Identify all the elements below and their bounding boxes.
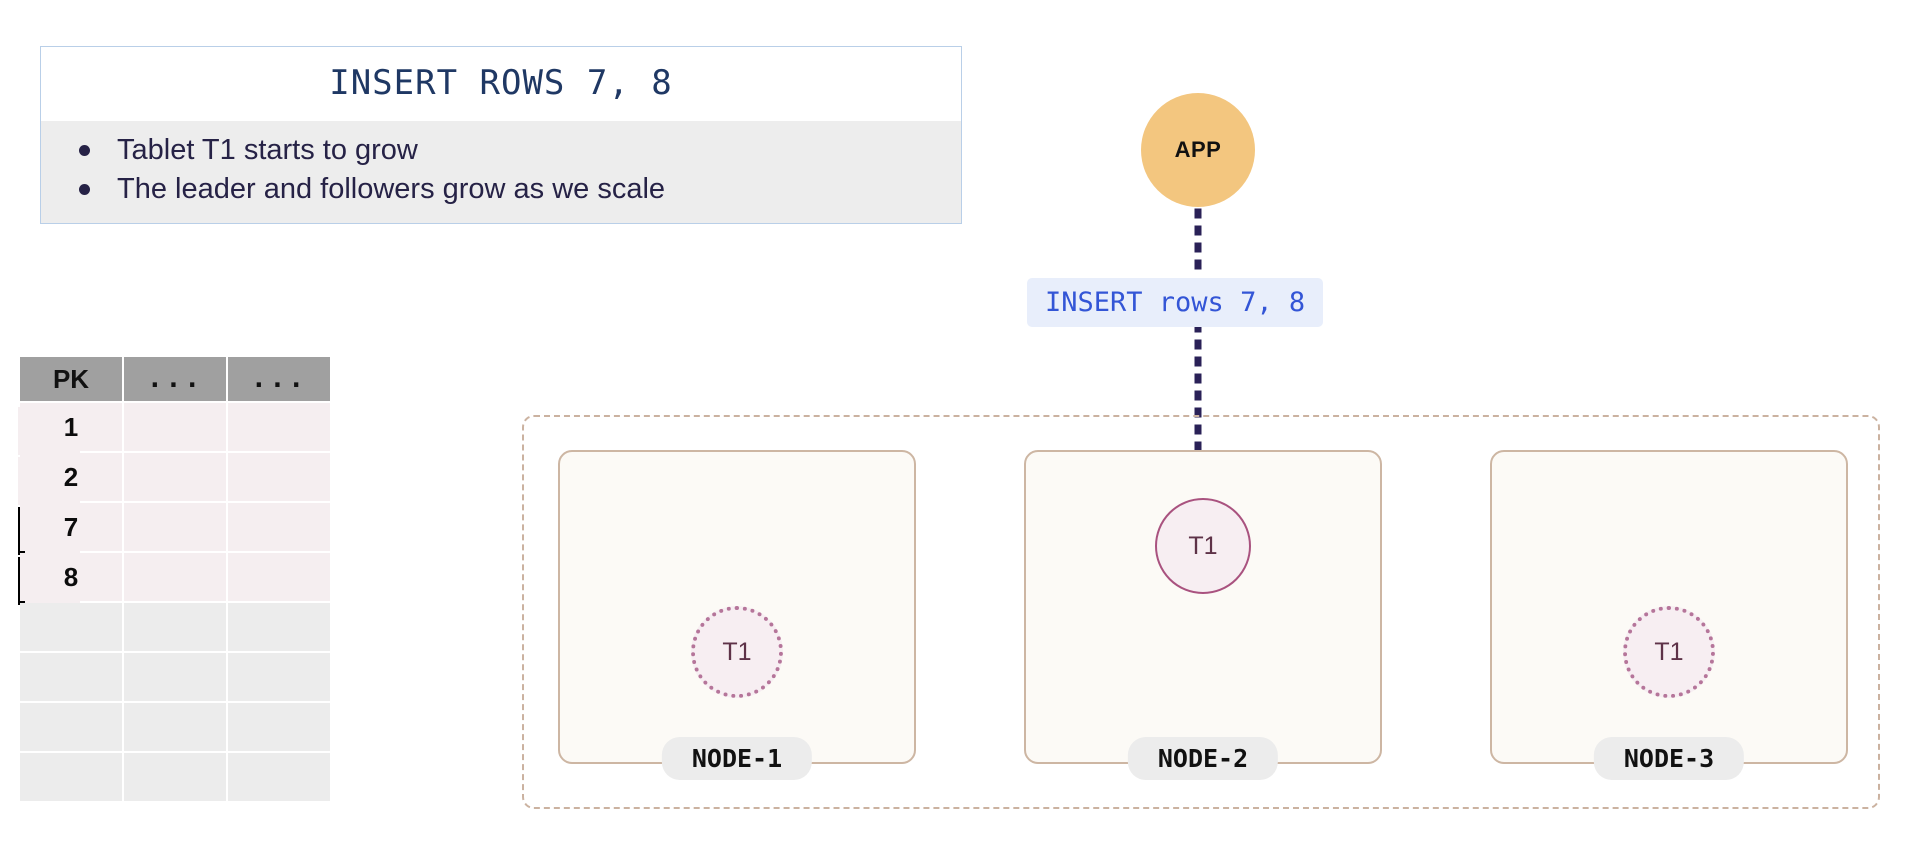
callout-title: INSERT ROWS 7, 8 xyxy=(41,47,961,121)
cell-c3 xyxy=(228,703,330,751)
cell-c3 xyxy=(228,503,330,551)
table-row xyxy=(20,753,330,801)
cell-c2 xyxy=(124,603,226,651)
table-row xyxy=(20,653,330,701)
cell-pk xyxy=(20,703,122,751)
bullet-dot-icon xyxy=(79,145,90,156)
cell-c3 xyxy=(228,403,330,451)
table-row: 7 xyxy=(20,503,330,551)
cell-c2 xyxy=(124,653,226,701)
cell-c3 xyxy=(228,453,330,501)
cell-c3 xyxy=(228,603,330,651)
tablet-label: T1 xyxy=(722,637,752,666)
app-node: APP xyxy=(1141,93,1255,207)
node-label-2: NODE-2 xyxy=(1127,737,1279,780)
callout-box: INSERT ROWS 7, 8 Tablet T1 starts to gro… xyxy=(40,46,962,224)
table-row xyxy=(20,603,330,651)
cell-pk: 1 xyxy=(20,403,122,451)
column-header-pk: PK xyxy=(20,357,122,401)
cell-pk: 7 xyxy=(20,503,122,551)
cell-pk xyxy=(20,653,122,701)
cell-pk xyxy=(20,753,122,801)
node-box-2[interactable]: T1 NODE-2 xyxy=(1024,450,1382,780)
callout-body: Tablet T1 starts to grow The leader and … xyxy=(41,121,961,223)
node-label-3: NODE-3 xyxy=(1593,737,1745,780)
app-label: APP xyxy=(1174,137,1222,162)
cell-c2 xyxy=(124,553,226,601)
cell-pk: 8 xyxy=(20,553,122,601)
node-box-1[interactable]: T1 NODE-1 xyxy=(558,450,916,780)
cell-c3 xyxy=(228,653,330,701)
table-row: 1 xyxy=(20,403,330,451)
cell-c2 xyxy=(124,703,226,751)
table-row: 2 xyxy=(20,453,330,501)
bullet-dot-icon xyxy=(79,184,90,195)
pk-table: PK ... ... 1 2 7 xyxy=(18,355,332,803)
callout-bullet-text: The leader and followers grow as we scal… xyxy=(117,173,666,205)
column-header-3: ... xyxy=(228,357,330,401)
cell-c2 xyxy=(124,453,226,501)
callout-bullet-2: The leader and followers grow as we scal… xyxy=(41,170,961,209)
cell-c3 xyxy=(228,753,330,801)
cell-c3 xyxy=(228,553,330,601)
node-box-3[interactable]: T1 NODE-3 xyxy=(1490,450,1848,780)
node-label-1: NODE-1 xyxy=(661,737,813,780)
table-row xyxy=(20,703,330,751)
callout-bullet-1: Tablet T1 starts to grow xyxy=(41,131,961,170)
cell-c2 xyxy=(124,753,226,801)
pk-table-wrapper: PK ... ... 1 2 7 xyxy=(18,355,332,803)
tablet-t1-follower[interactable]: T1 xyxy=(1623,606,1715,698)
table-row: 8 xyxy=(20,553,330,601)
tablet-label: T1 xyxy=(1188,531,1218,560)
callout-bullet-text: Tablet T1 starts to grow xyxy=(117,134,418,166)
tablet-t1-follower[interactable]: T1 xyxy=(691,606,783,698)
cell-c2 xyxy=(124,403,226,451)
cell-pk xyxy=(20,603,122,651)
cell-pk: 2 xyxy=(20,453,122,501)
cell-c2 xyxy=(124,503,226,551)
tablet-label: T1 xyxy=(1654,637,1684,666)
flow-label: INSERT rows 7, 8 xyxy=(1027,278,1324,327)
table-header-row: PK ... ... xyxy=(20,357,330,401)
cluster-boundary xyxy=(522,415,1880,809)
tablet-t1-leader[interactable]: T1 xyxy=(1155,498,1251,594)
column-header-2: ... xyxy=(124,357,226,401)
